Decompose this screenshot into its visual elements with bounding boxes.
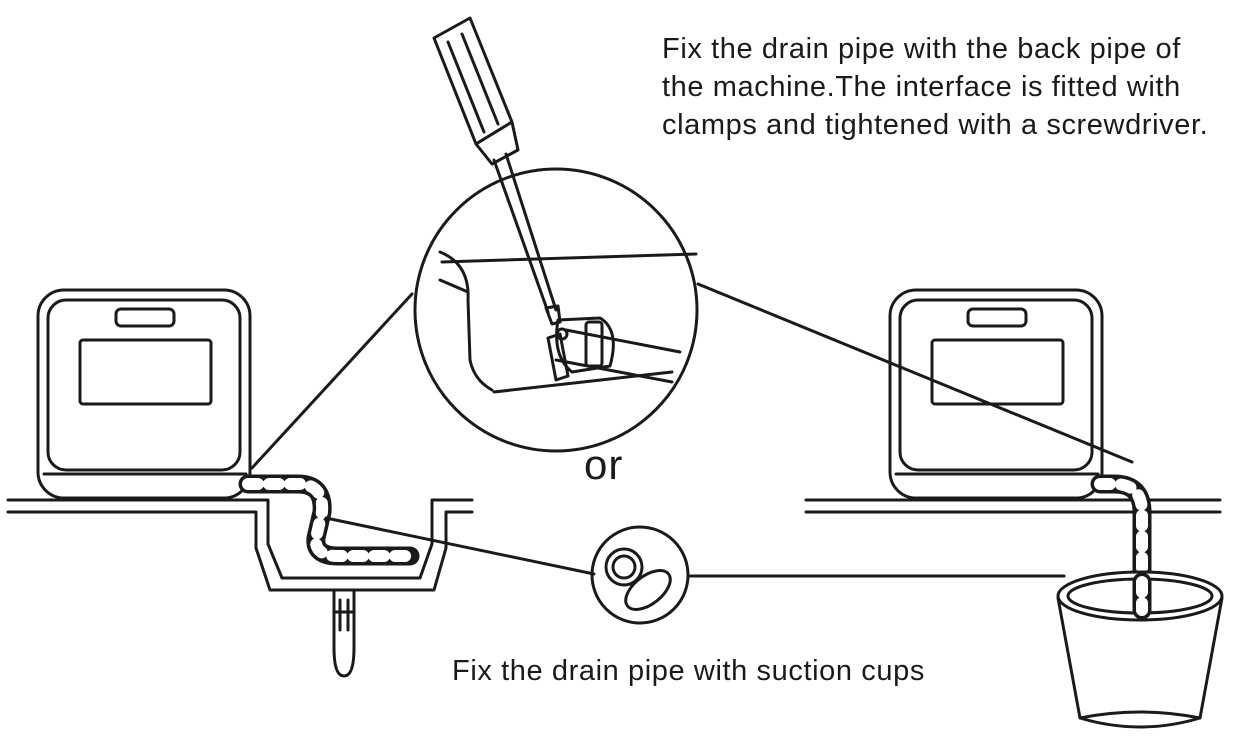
right-counter [804,498,1222,514]
right-dishwasher-icon [888,288,1104,500]
left-dishwasher-icon [36,288,252,500]
screwdriver-icon [432,16,562,326]
clamp-magnifier-icon [413,167,699,453]
left-drain-hose [238,474,420,566]
bucket-icon [1056,570,1224,729]
suction-cup-instruction-text: Fix the drain pipe with suction cups [452,655,925,687]
suction-cup-icon [324,516,1066,625]
or-divider-label: or [584,441,624,488]
left-counter-sink [6,498,474,678]
clamp-instruction-text: Fix the drain pipe with the back pipe of… [662,33,1209,141]
right-drain-hose [1090,474,1152,622]
